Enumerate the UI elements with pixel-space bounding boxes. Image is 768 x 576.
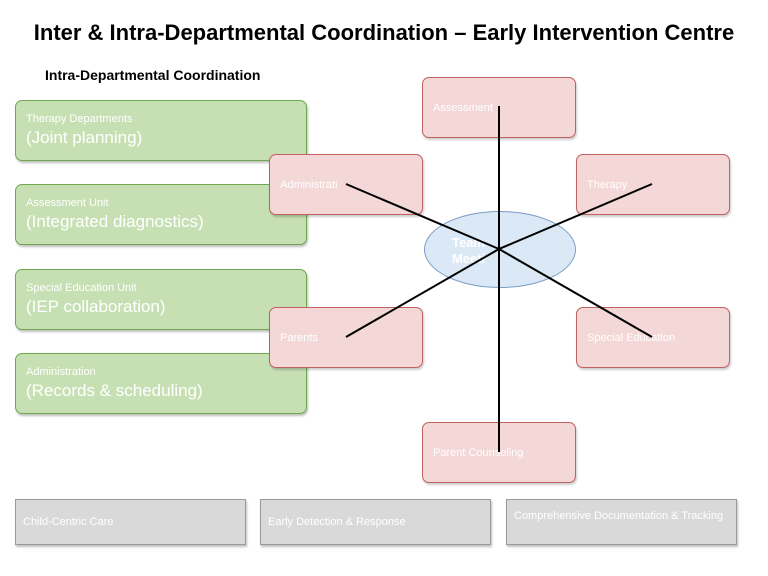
outcome-label: Comprehensive Documentation & Tracking [514,510,724,522]
node-therapy: Therapy [576,154,730,215]
spoke-line-administration [345,183,500,250]
dept-name: Assessment Unit [26,197,109,209]
node-special-education: Special Education [576,307,730,368]
dept-detail: (IEP collaboration) [26,297,166,316]
outcome-label: Child-Centric Care [23,516,114,528]
page-title: Inter & Intra-Departmental Coordination … [33,20,735,45]
outcome-box-child-centric: Child-Centric Care [15,499,246,545]
node-label: Special Education [587,332,676,344]
spoke-line-parents [345,248,500,338]
outcome-box-documentation: Comprehensive Documentation & Tracking [506,499,737,545]
dept-box-special-education: Special Education Unit (IEP collaboratio… [15,269,307,330]
dept-name: Special Education Unit [26,282,137,294]
section-subtitle: Intra-Departmental Coordination [45,67,261,83]
node-parent-counseling: Parent Counseling [422,422,576,483]
dept-detail: (Records & scheduling) [26,381,203,400]
spoke-line-therapy [498,183,653,250]
node-label: Assessment [433,102,493,114]
dept-box-therapy: Therapy Departments (Joint planning) [15,100,307,161]
dept-name: Administration [26,366,96,378]
dept-detail: (Integrated diagnostics) [26,212,204,231]
node-label: Parent Counseling [433,447,524,459]
node-label: Administrati [280,179,338,191]
node-label: Therapy [587,179,628,191]
node-label: Parents [280,332,318,344]
outcome-box-early-detection: Early Detection & Response [260,499,491,545]
node-parents: Parents [269,307,423,368]
dept-box-assessment: Assessment Unit (Integrated diagnostics) [15,184,307,245]
dept-name: Therapy Departments [26,113,133,125]
dept-detail: (Joint planning) [26,128,143,147]
outcome-label: Early Detection & Response [268,516,406,528]
dept-box-administration: Administration (Records & scheduling) [15,353,307,414]
spoke-line-special-education [498,248,653,338]
